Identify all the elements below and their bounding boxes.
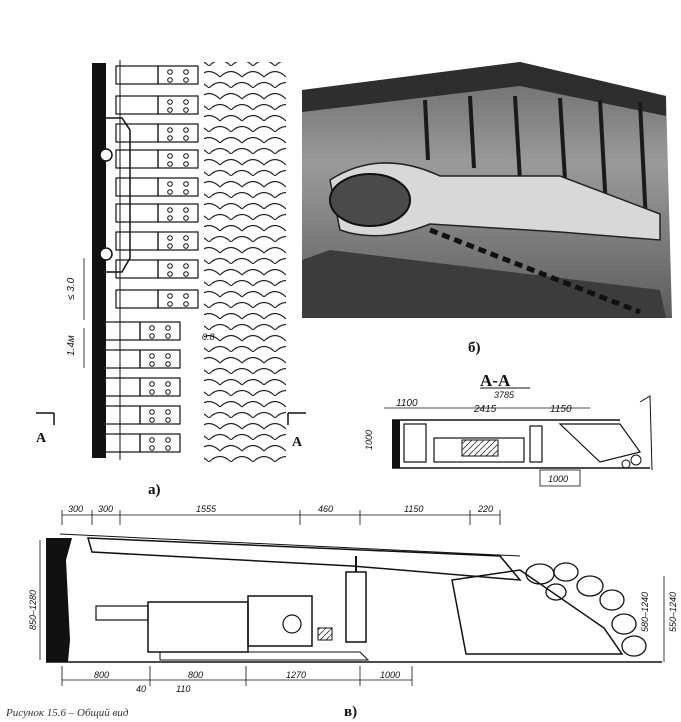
dim-2415: 2415	[473, 404, 497, 415]
dim-bottom-800b: 800	[188, 670, 203, 680]
section-mark-right: A	[292, 435, 303, 450]
dim-top-460: 460	[318, 504, 333, 514]
panel-label-b: б)	[468, 340, 481, 356]
dim-right-height-2: 550–1240	[668, 592, 678, 632]
dim-top-220: 220	[477, 504, 493, 514]
figure-caption: Рисунок 15.6 – Общий вид	[5, 707, 129, 719]
panel-v-side: 300 300 1555 460 1150 220 850–128	[28, 504, 678, 720]
dim-bottom-40: 40	[136, 684, 146, 694]
goaf-rubble	[204, 62, 286, 462]
coal-face-wall	[92, 63, 106, 458]
support-bolts	[149, 69, 189, 451]
bottom-dim-ticks	[61, 666, 413, 686]
shearer-drum-bottom	[99, 247, 113, 261]
dim-bottom-800a: 800	[94, 670, 109, 680]
dim-bottom-1000: 1000	[380, 670, 400, 680]
dim-top-1555: 1555	[196, 504, 217, 514]
photo-drum	[329, 173, 411, 227]
dim-bottom-1270: 1270	[286, 670, 306, 680]
support-units	[101, 65, 199, 453]
dim-height-1000: 1000	[364, 430, 374, 450]
dim-0-8: 0.8	[202, 332, 215, 342]
photo-props	[423, 95, 648, 223]
goaf-shield	[451, 569, 624, 655]
dim-1000-lower: 1000	[548, 474, 568, 484]
section-aa: А-А 3785 1100 2415 1150 1000 1000	[364, 371, 653, 487]
section-mark-left: A	[36, 431, 47, 446]
dim-right-height-1: 580–1240	[640, 592, 650, 632]
panel-label-v: в)	[344, 704, 357, 720]
shearer-drum-top	[99, 148, 113, 162]
dim-max-3: ≤ 3.0	[66, 277, 77, 300]
dim-1100: 1100	[396, 398, 418, 409]
panel-a-plan: ≤ 3.0 1.4м 0.8 A A а)	[36, 60, 306, 498]
shearer-outline	[106, 117, 131, 273]
shearer-body	[147, 601, 249, 653]
dim-left-height: 850–1280	[28, 590, 38, 630]
hydraulic-leg	[345, 571, 367, 643]
goaf-stones	[525, 562, 647, 657]
dim-3785: 3785	[494, 390, 515, 400]
dim-bottom-110: 110	[176, 684, 190, 694]
dim-1150: 1150	[550, 404, 572, 415]
photo-shearer	[329, 162, 661, 241]
panel-b-photo: б)	[302, 62, 672, 356]
dim-top-300a: 300	[68, 504, 83, 514]
top-dim-ticks	[61, 510, 501, 525]
section-title: А-А	[480, 371, 511, 390]
dim-top-300b: 300	[98, 504, 113, 514]
roof-canopy	[86, 537, 522, 581]
dim-top-1150: 1150	[404, 504, 423, 514]
panel-label-a: а)	[148, 482, 161, 498]
dim-1-4m: 1.4м	[66, 335, 77, 356]
coal-face	[46, 538, 72, 662]
